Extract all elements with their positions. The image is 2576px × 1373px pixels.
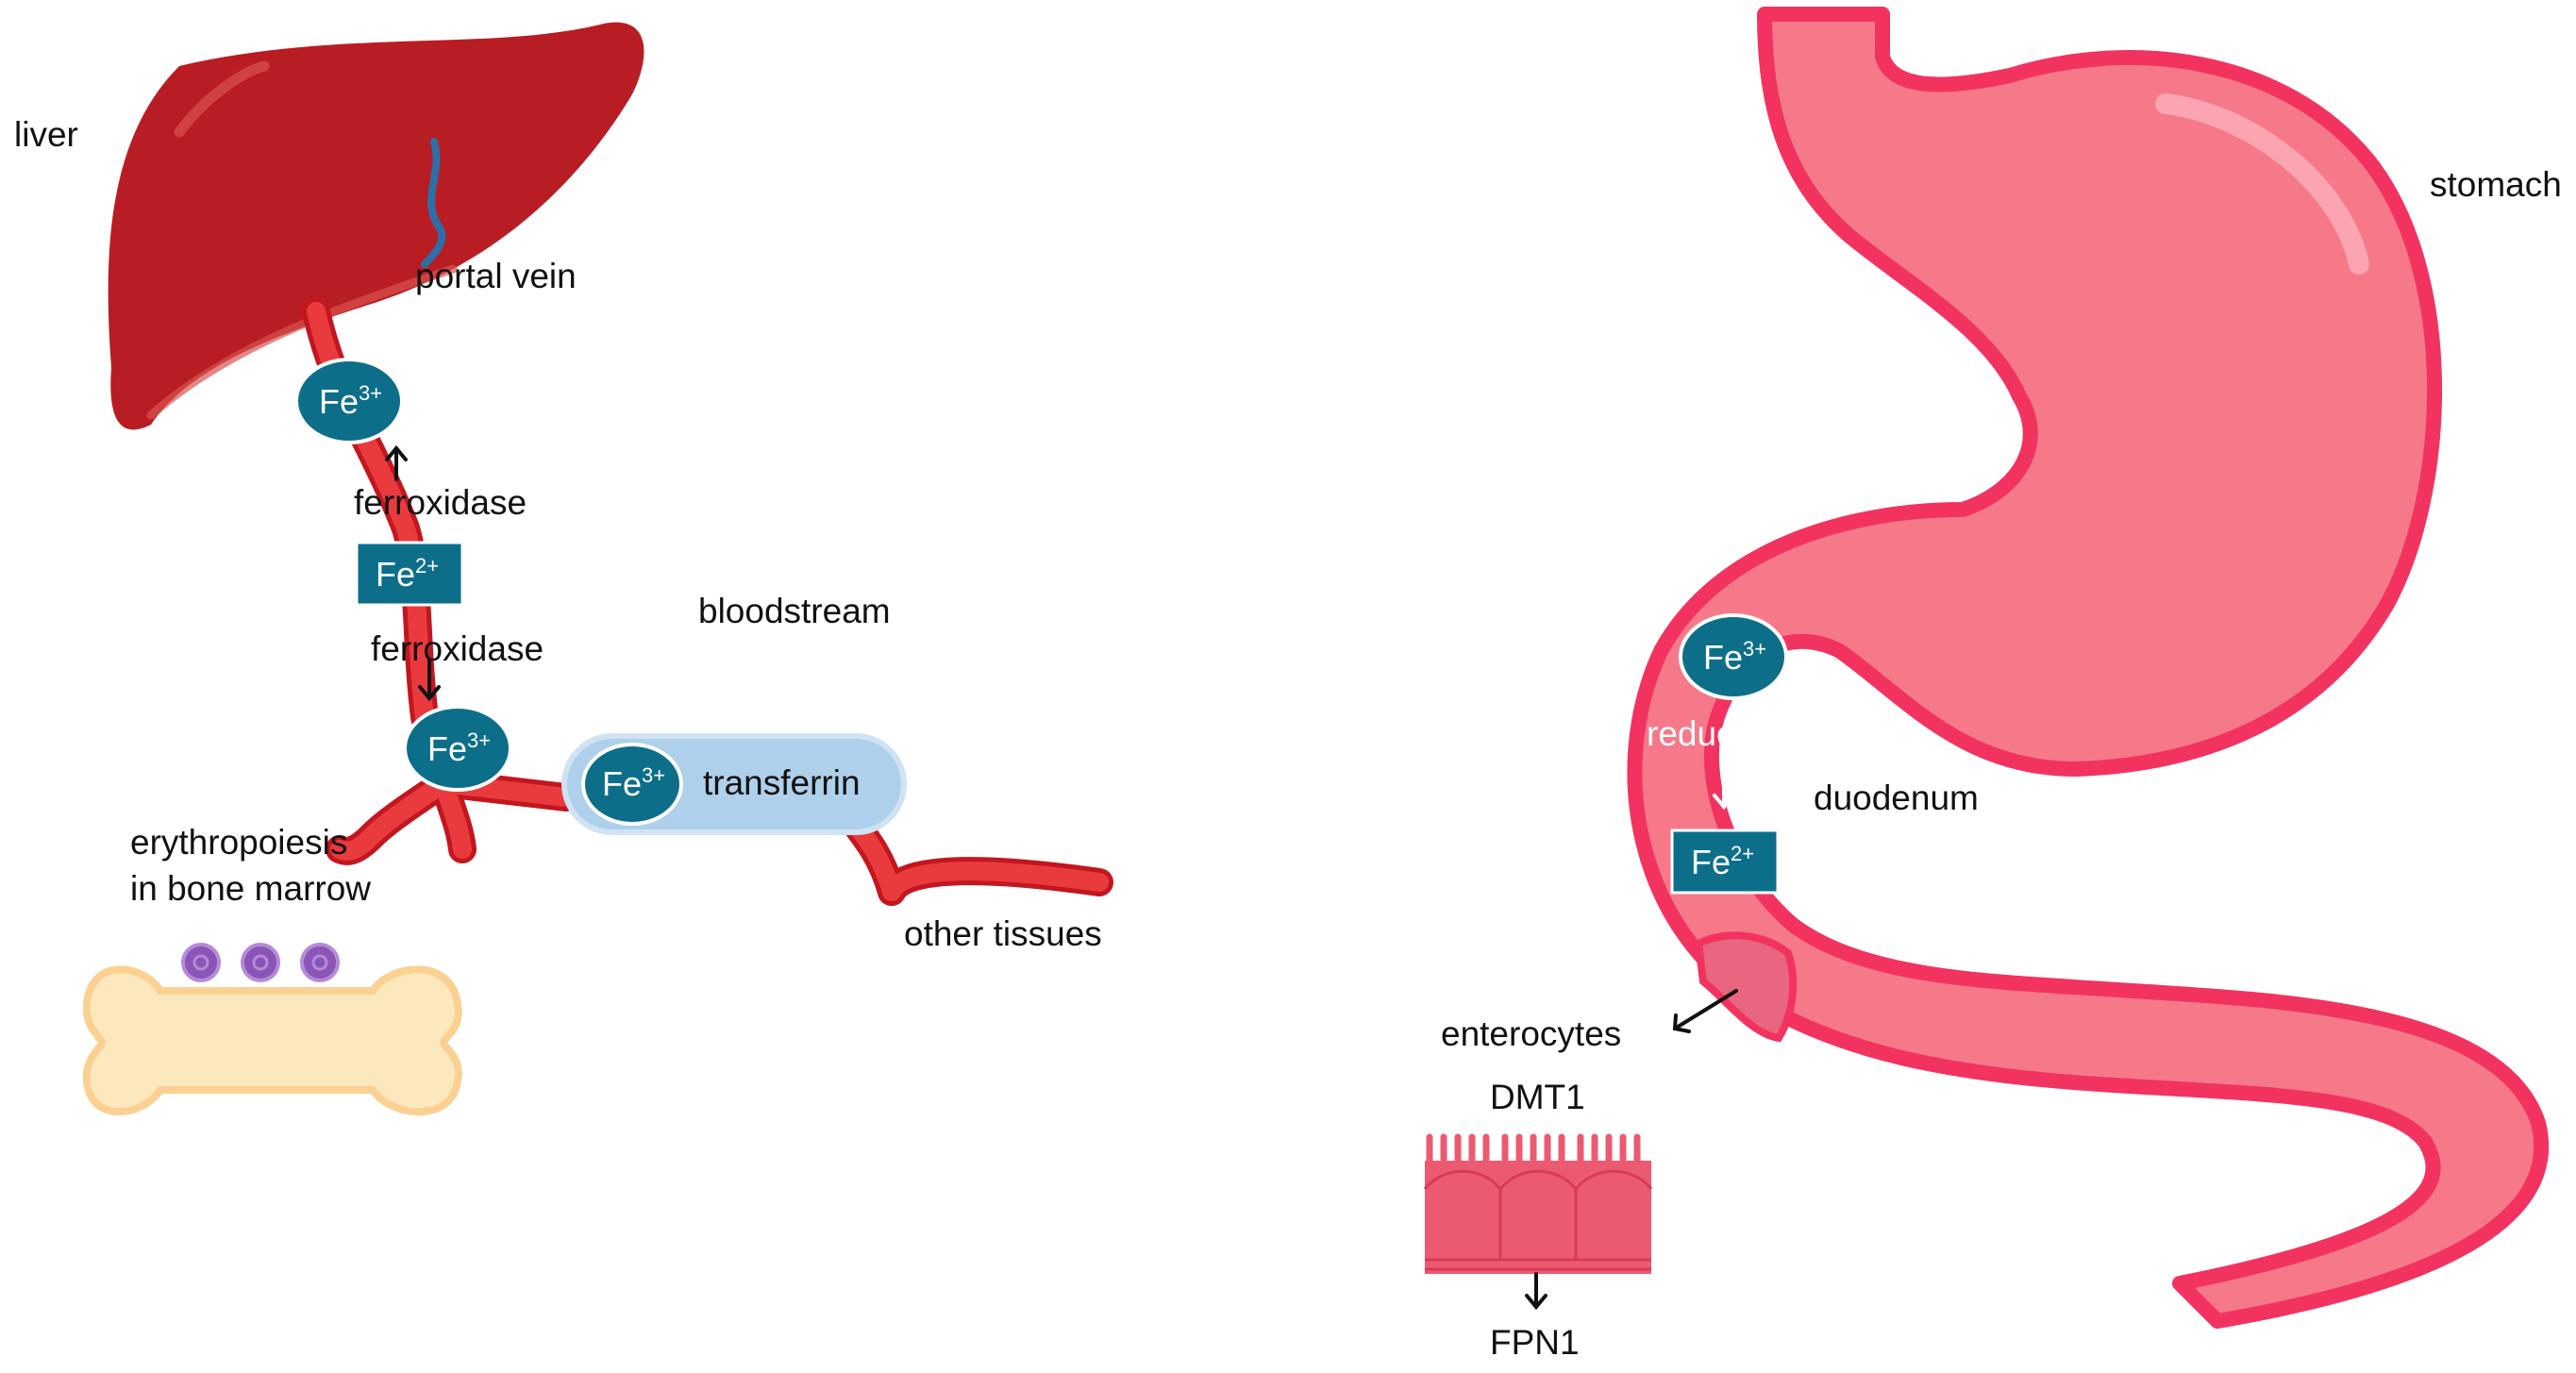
label-erythropoiesis-line1: erythropoiesis bbox=[130, 823, 347, 862]
transferrin-capsule: Fe3+ transferrin bbox=[561, 733, 907, 835]
iron-fe2-vessel: Fe2+ bbox=[355, 541, 464, 607]
stomach-illustration bbox=[1627, 7, 2550, 1329]
label-liver: liver bbox=[14, 115, 78, 154]
enterocyte-cells bbox=[1423, 1133, 1653, 1274]
svg-text:Fe3+: Fe3+ bbox=[319, 381, 382, 421]
svg-text:Fe3+: Fe3+ bbox=[602, 763, 665, 803]
portal-vein-line bbox=[421, 138, 446, 268]
label-portal-vein: portal vein bbox=[415, 257, 577, 295]
iron-fe3-liver: Fe3+ bbox=[294, 358, 404, 444]
label-duodenum: duodenum bbox=[1814, 779, 1979, 817]
svg-text:Fe3+: Fe3+ bbox=[1703, 637, 1766, 677]
svg-text:Fe2+: Fe2+ bbox=[1691, 842, 1754, 881]
label-erythropoiesis-line2: in bone marrow bbox=[130, 869, 371, 908]
label-stomach: stomach bbox=[2430, 165, 2562, 204]
svg-text:Fe2+: Fe2+ bbox=[376, 554, 439, 594]
reductase-arrow bbox=[1713, 758, 1735, 811]
label-other-tissues: other tissues bbox=[904, 914, 1102, 953]
label-ferroxidase-top: ferroxidase bbox=[354, 483, 527, 522]
svg-text:Fe3+: Fe3+ bbox=[427, 728, 491, 768]
liver-illustration bbox=[108, 22, 644, 430]
ferroxidase-arrows bbox=[385, 444, 441, 702]
label-reductase: reductase bbox=[1647, 714, 1800, 753]
transferrin-label: transferrin bbox=[703, 763, 861, 802]
label-enterocytes: enterocytes bbox=[1441, 1014, 1621, 1053]
label-ferroxidase-bottom: ferroxidase bbox=[371, 629, 544, 668]
fpn1-arrow bbox=[1525, 1272, 1547, 1311]
enterocytes-arrow bbox=[1672, 989, 1738, 1033]
duodenum-enterocyte-patch bbox=[1694, 931, 1798, 1043]
iron-fe3-transferrin bbox=[581, 743, 683, 826]
label-fpn1: FPN1 bbox=[1490, 1323, 1580, 1362]
label-bloodstream: bloodstream bbox=[698, 592, 891, 630]
iron-fe3-vessel-lower: Fe3+ bbox=[403, 705, 512, 792]
iron-fe3-duodenum: Fe3+ bbox=[1679, 613, 1788, 700]
bone-illustration bbox=[82, 965, 462, 1116]
label-dmt1: DMT1 bbox=[1490, 1078, 1585, 1116]
red-blood-cells bbox=[181, 943, 340, 982]
iron-fe2-duodenum: Fe2+ bbox=[1670, 829, 1780, 895]
